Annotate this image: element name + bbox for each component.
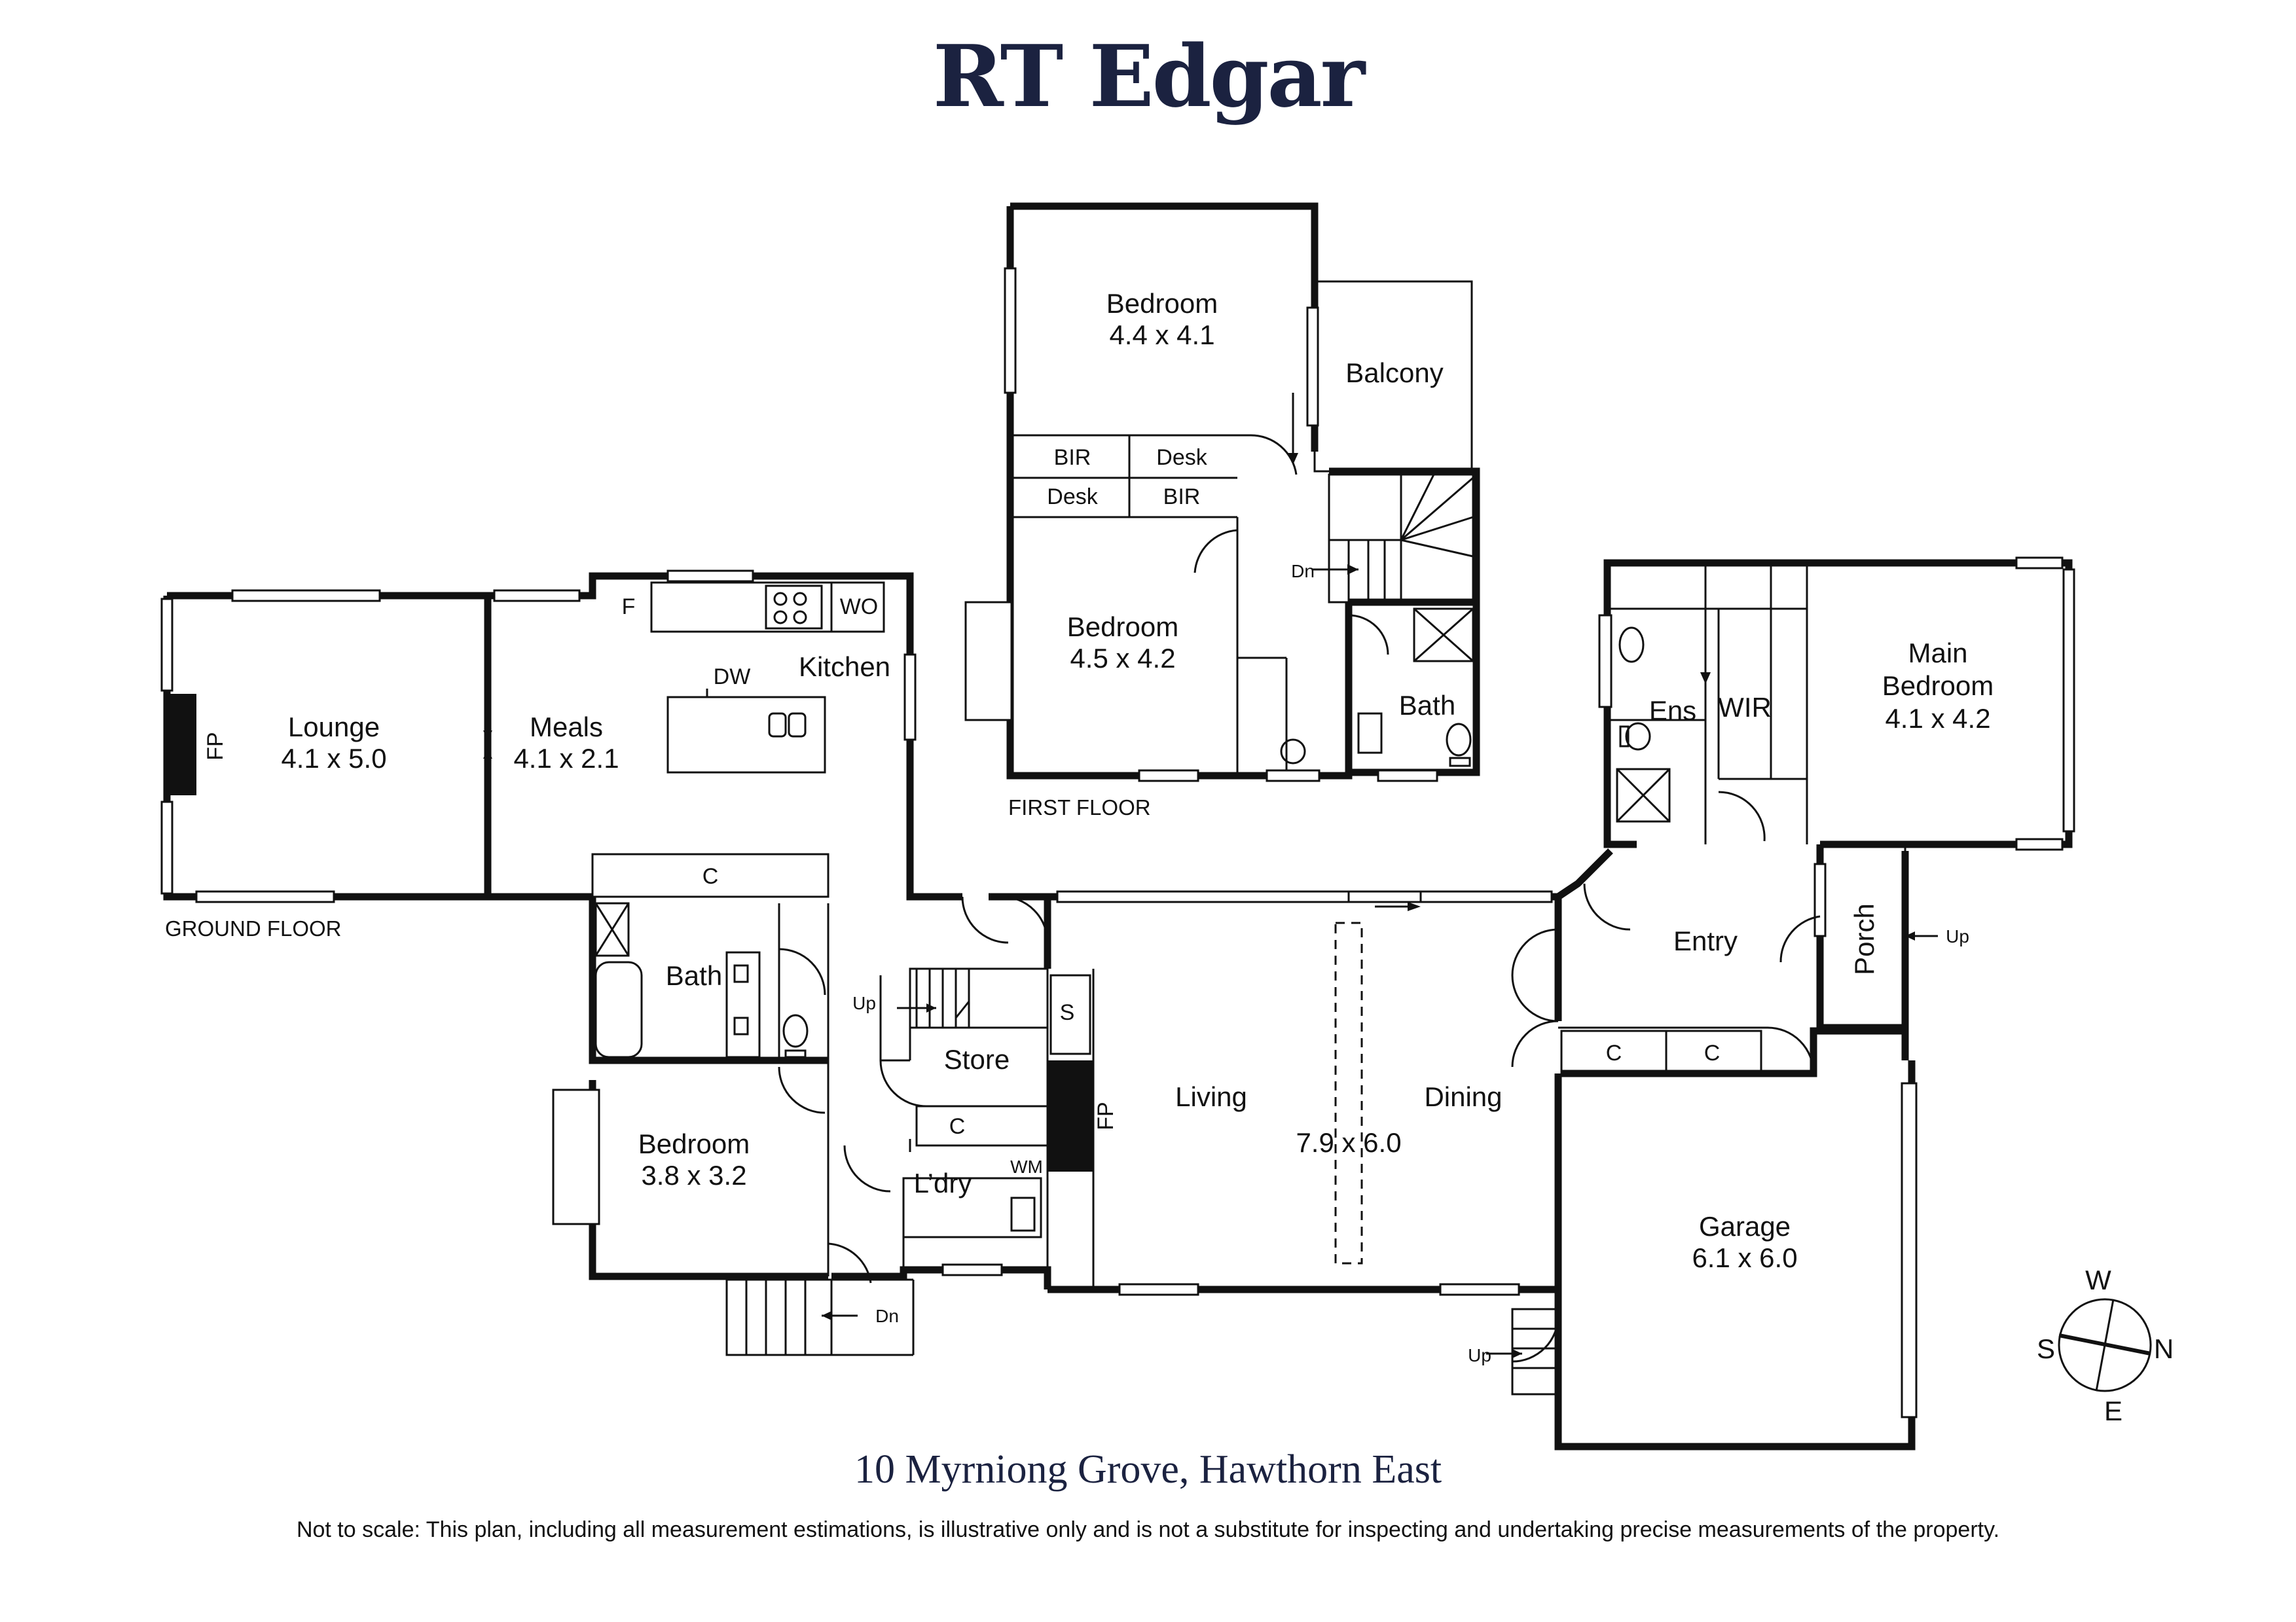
garage-name: Garage [1699,1211,1791,1242]
meals-size: 4.1 x 2.1 [513,743,619,774]
laundry-label: L’dry [914,1168,972,1198]
bedroom-first-b-size: 4.5 x 4.2 [1070,643,1175,674]
main-bedroom-name-1: Main [1908,638,1967,668]
bir-label-b: BIR [1163,484,1201,509]
compass-needle-we [2095,1299,2115,1392]
bir-label-a: BIR [1054,445,1091,470]
bath-first-label: Bath [1399,690,1455,721]
cupboard-entry-a: C [1606,1041,1622,1066]
first-floor-label: FIRST FLOOR [1008,795,1151,820]
stairs-up-porch: Up [1946,926,1969,946]
stairs-dn-ground: Dn [875,1306,899,1326]
compass-circle [2058,1298,2152,1392]
dishwasher-label: DW [714,664,751,689]
ground-floor [160,569,1938,1451]
desk-label-b: Desk [1047,484,1098,509]
entry-label: Entry [1673,926,1738,956]
wir-label: WIR [1718,692,1772,723]
living-label: Living [1175,1081,1247,1112]
cupboard-entry-b: C [1704,1041,1721,1066]
main-bedroom-name-2: Bedroom [1882,670,1994,701]
bedroom-first-a-size: 4.4 x 4.1 [1109,319,1214,350]
bedroom-first-a-name: Bedroom [1106,288,1218,319]
stairs-dn-first: Dn [1291,561,1315,581]
desk-label-a: Desk [1156,445,1207,470]
balcony-label: Balcony [1345,357,1443,388]
washing-machine-label: WM [1010,1157,1043,1177]
wall-oven-label: WO [840,594,879,619]
cupboard-laundry-label: C [949,1114,966,1139]
store-label: Store [944,1044,1010,1075]
living-dining-size: 7.9 x 6.0 [1296,1127,1401,1158]
brand-logo: RT Edgar [932,26,1365,126]
bedroom-ground-name: Bedroom [638,1128,750,1159]
first-floor [964,202,1480,782]
kitchen-label: Kitchen [799,651,890,682]
stairs-up-garage: Up [1468,1345,1491,1365]
compass-s: S [2037,1333,2055,1364]
lounge-size: 4.1 x 5.0 [281,743,386,774]
living-dining-divider [1334,922,1363,1265]
fireplace-living-label: FP [1093,1102,1118,1130]
stairs-up-store: Up [852,993,876,1013]
fridge-label: F [622,594,636,619]
ground-floor-label: GROUND FLOOR [165,916,342,941]
bedroom-ground-size: 3.8 x 3.2 [641,1160,746,1191]
fireplace-lounge-label: FP [203,732,228,760]
compass-w: W [2085,1265,2111,1295]
meals-name: Meals [530,712,603,742]
ens-label: Ens [1649,695,1696,726]
shelf-label: S [1060,1000,1075,1025]
property-address: 10 Myrniong Grove, Hawthorn East [854,1447,1442,1492]
main-bedroom-size: 4.1 x 4.2 [1885,703,1990,734]
garage-size: 6.1 x 6.0 [1692,1242,1797,1273]
bedroom-first-b-name: Bedroom [1067,611,1178,642]
bath-ground-label: Bath [666,960,722,991]
compass-n: N [2154,1333,2174,1364]
main-bedroom-wing [1598,556,2075,851]
lounge-name: Lounge [288,712,380,742]
dining-label: Dining [1424,1081,1502,1112]
cupboard-corridor-label: C [702,864,719,889]
porch-label: Porch [1849,903,1880,975]
disclaimer-text: Not to scale: This plan, including all m… [296,1517,2000,1542]
compass-e: E [2104,1396,2123,1426]
compass [2058,1298,2152,1392]
